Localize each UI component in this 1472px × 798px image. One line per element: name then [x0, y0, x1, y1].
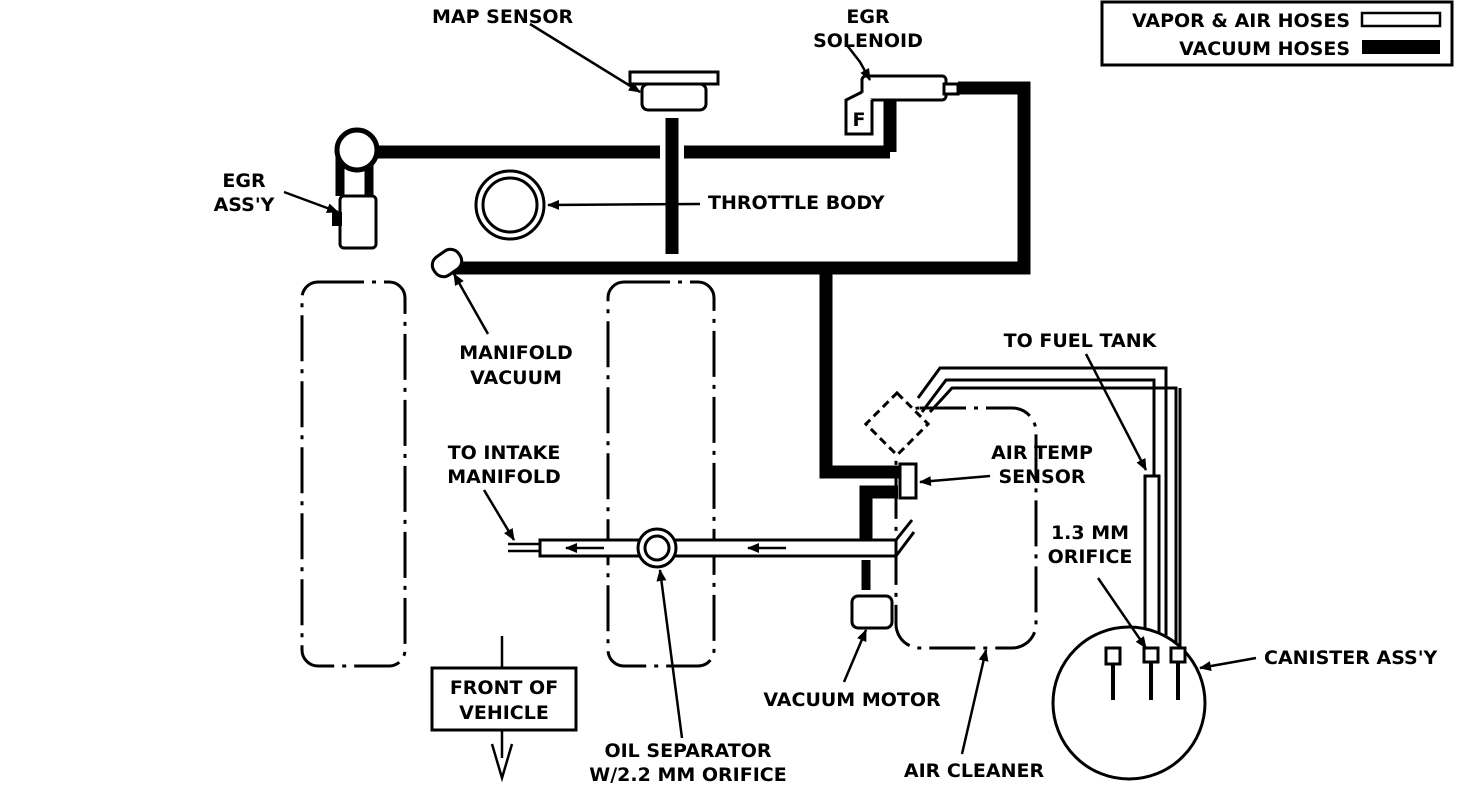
air-temp-sensor-body [898, 462, 918, 500]
manifold-vacuum-port [430, 247, 464, 279]
throttle-body [474, 169, 546, 241]
egr-assy-label-1: EGR [222, 170, 266, 192]
canister-fitting-2 [1169, 646, 1187, 664]
manifold-vacuum-label-1: MANIFOLD [459, 342, 573, 364]
vapor-hose-canister-outer-b [920, 378, 1156, 660]
air-temp-sensor [898, 462, 918, 500]
air-temp-sensor-label-1: AIR TEMP [991, 442, 1093, 464]
manifold-vacuum-fitting [430, 247, 464, 279]
labels: MAP SENSOR EGR SOLENOID EGR ASS'Y THROTT… [214, 6, 1438, 786]
egr-solenoid-label-1: EGR [846, 6, 890, 28]
canister-body [1051, 625, 1207, 781]
front-of-vehicle: FRONT OF VEHICLE [430, 636, 578, 783]
canister-fitting-1 [1142, 646, 1160, 664]
vapor-hoses [508, 366, 1182, 660]
solenoid-f-label: F [853, 109, 866, 131]
front-of-vehicle-label-1: FRONT OF [450, 677, 558, 699]
engine-bank-left-outline [300, 280, 407, 668]
vacuum-motor-label: VACUUM MOTOR [763, 689, 941, 711]
arrow-canister [1199, 656, 1257, 671]
oil-separator-inner [643, 534, 671, 562]
oil-separator [636, 527, 678, 569]
vacuum-motor [850, 594, 894, 630]
arrow-air-cleaner [960, 649, 989, 755]
to-fuel-tank-label: TO FUEL TANK [1004, 330, 1158, 352]
engine-bank-right-outline [606, 280, 716, 668]
egr-valve-body [338, 194, 378, 250]
arrow-egr-assy [283, 190, 339, 214]
vacuum-motor-body [850, 594, 894, 630]
egr-solenoid: F [844, 74, 960, 136]
legend: VAPOR & AIR HOSES VACUUM HOSES [1100, 0, 1454, 67]
legend-vapor-label: VAPOR & AIR HOSES [1132, 10, 1350, 32]
to-intake-label-1: TO INTAKE [448, 442, 561, 464]
egr-solenoid-body [860, 74, 948, 102]
oil-separator-label-1: OIL SEPARATOR [604, 740, 771, 762]
vacuum-hoses [335, 81, 1031, 590]
canister-cap [1104, 646, 1122, 666]
arrow-manifold-vacuum [452, 273, 490, 335]
front-of-vehicle-label-2: VEHICLE [459, 702, 549, 724]
map-sensor [628, 70, 720, 112]
air-temp-sensor-label-2: SENSOR [998, 466, 1085, 488]
air-cleaner-snorkel [863, 390, 931, 458]
vacuum-hose-air-temp [819, 268, 900, 479]
map-sensor-body [640, 82, 708, 112]
throttle-body-label: THROTTLE BODY [708, 192, 885, 214]
egr-valve-ring [334, 127, 380, 173]
canister-label: CANISTER ASS'Y [1264, 647, 1438, 669]
legend-vapor-swatch [1360, 11, 1442, 28]
egr-solenoid-port [942, 82, 960, 96]
arrow-to-intake [482, 489, 516, 541]
orifice-label-2: ORIFICE [1048, 546, 1133, 568]
arrow-throttle-body [547, 199, 701, 210]
vapor-hose-intake [538, 538, 898, 558]
canister-assembly [1051, 625, 1207, 781]
front-down-arrow [490, 730, 514, 783]
orifice-label-1: 1.3 MM [1051, 522, 1129, 544]
map-sensor-flange [628, 70, 720, 86]
egr-assy-label-2: ASS'Y [214, 194, 275, 216]
arrow-oil-separator [656, 569, 684, 739]
vapor-hose-canister-outer-a [916, 366, 1168, 660]
arrow-map-sensor [529, 22, 641, 94]
vacuum-hose-vacuum-motor [859, 485, 898, 548]
legend-vacuum-swatch [1362, 40, 1440, 54]
throttle-body-inner [481, 176, 539, 234]
map-sensor-label: MAP SENSOR [432, 6, 574, 28]
air-cleaner-outline [894, 406, 1038, 650]
air-cleaner-label: AIR CLEANER [904, 760, 1045, 782]
legend-vacuum-label: VACUUM HOSES [1179, 38, 1350, 60]
egr-solenoid-label-2: SOLENOID [813, 30, 923, 52]
front-of-vehicle-box [430, 666, 578, 732]
arrow-air-temp-sensor [919, 474, 991, 487]
vacuum-hose-manifold-loop [450, 81, 1031, 275]
leader-arrows [283, 22, 1257, 755]
to-intake-label-2: MANIFOLD [447, 466, 561, 488]
egr-valve-port [332, 212, 342, 226]
arrow-egr-solenoid [845, 43, 872, 81]
egr-solenoid-f-box [844, 90, 874, 136]
vapor-hose-canister-outer-c [928, 386, 1178, 660]
egr-assembly [332, 127, 380, 250]
arrow-orifice [1096, 577, 1148, 649]
manifold-vacuum-label-2: VACUUM [470, 367, 562, 389]
arrow-vacuum-motor [842, 629, 868, 683]
vapor-hose-elbow [894, 519, 916, 557]
arrow-to-fuel-tank [1084, 353, 1148, 471]
oil-separator-label-2: W/2.2 MM ORIFICE [589, 764, 786, 786]
